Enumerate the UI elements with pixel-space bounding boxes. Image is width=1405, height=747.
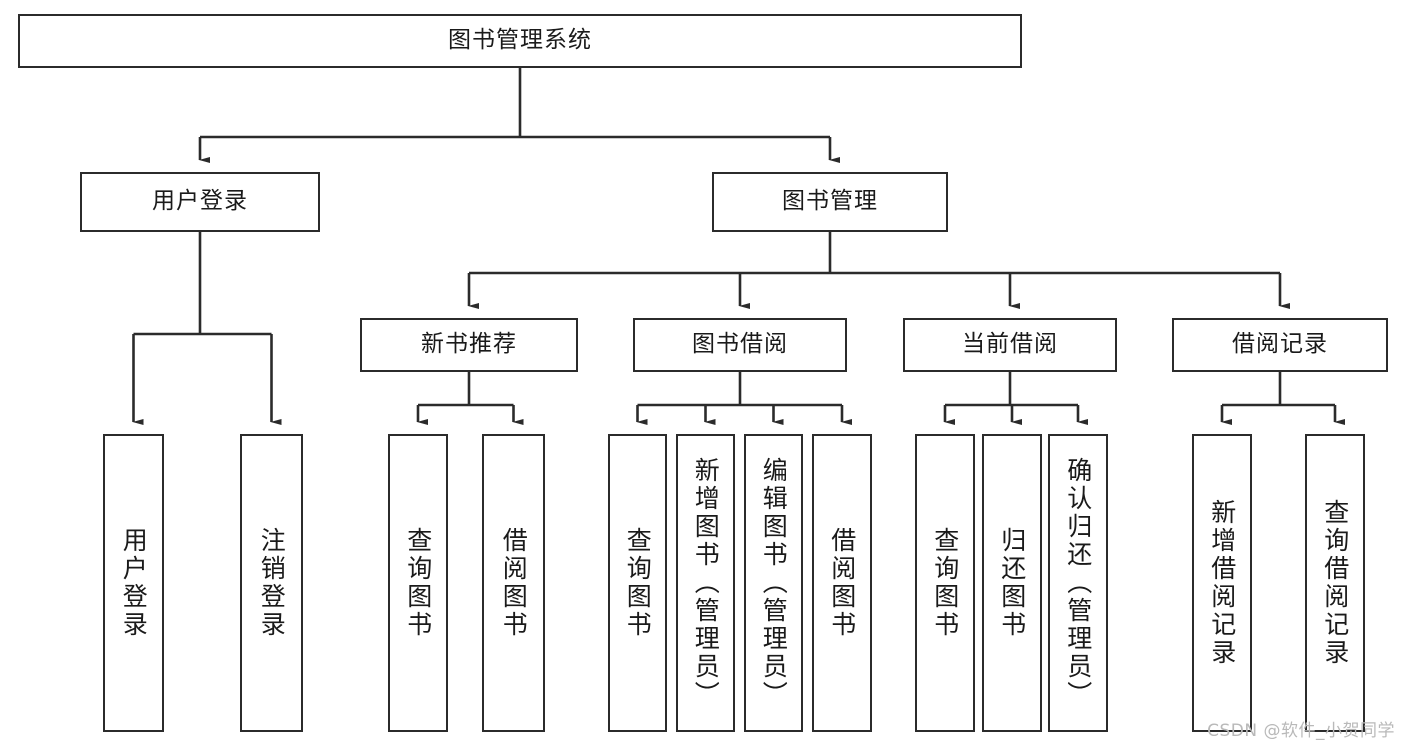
node-leaf-add-borrow-record[interactable]: 新增借阅记录 — [1192, 434, 1252, 732]
node-leaf-user-login[interactable]: 用户登录 — [103, 434, 164, 732]
node-leaf-query-book-label: 查询图书 — [623, 527, 653, 639]
node-root[interactable]: 图书管理系统 — [18, 14, 1022, 68]
node-leaf-query-book[interactable]: 查询图书 — [608, 434, 667, 732]
node-leaf-query-borrow-record[interactable]: 查询借阅记录 — [1305, 434, 1365, 732]
node-leaf-query-book-recommend[interactable]: 查询图书 — [388, 434, 448, 732]
node-book-borrow[interactable]: 图书借阅 — [633, 318, 847, 372]
node-leaf-query-book-current[interactable]: 查询图书 — [915, 434, 975, 732]
node-book-management[interactable]: 图书管理 — [712, 172, 948, 232]
node-leaf-logout[interactable]: 注销登录 — [240, 434, 303, 732]
node-leaf-return-book-label: 归还图书 — [997, 527, 1027, 639]
node-leaf-query-book-recommend-label: 查询图书 — [403, 527, 433, 639]
node-leaf-borrow-book-label: 借阅图书 — [827, 527, 857, 639]
node-user-login-label: 用户登录 — [152, 188, 248, 215]
node-leaf-confirm-return-admin-label: 确认归还（管理员） — [1063, 457, 1093, 709]
node-leaf-add-book-admin[interactable]: 新增图书（管理员） — [676, 434, 735, 732]
node-leaf-edit-book-admin[interactable]: 编辑图书（管理员） — [744, 434, 803, 732]
node-current-borrow-label: 当前借阅 — [962, 331, 1058, 358]
node-borrow-record[interactable]: 借阅记录 — [1172, 318, 1388, 372]
node-user-login[interactable]: 用户登录 — [80, 172, 320, 232]
node-new-book-recommend[interactable]: 新书推荐 — [360, 318, 578, 372]
node-leaf-borrow-book-recommend-label: 借阅图书 — [499, 527, 529, 639]
node-leaf-query-book-current-label: 查询图书 — [930, 527, 960, 639]
node-leaf-logout-label: 注销登录 — [257, 527, 287, 639]
node-leaf-borrow-book-recommend[interactable]: 借阅图书 — [482, 434, 545, 732]
node-leaf-query-borrow-record-label: 查询借阅记录 — [1320, 499, 1350, 667]
node-leaf-return-book[interactable]: 归还图书 — [982, 434, 1042, 732]
node-leaf-edit-book-admin-label: 编辑图书（管理员） — [759, 457, 789, 709]
node-leaf-user-login-label: 用户登录 — [119, 527, 149, 639]
node-leaf-add-book-admin-label: 新增图书（管理员） — [691, 457, 721, 709]
node-current-borrow[interactable]: 当前借阅 — [903, 318, 1117, 372]
node-book-management-label: 图书管理 — [782, 188, 878, 215]
watermark-text: CSDN @软件_小贺同学 — [1207, 721, 1395, 741]
node-leaf-confirm-return-admin[interactable]: 确认归还（管理员） — [1048, 434, 1108, 732]
node-new-book-recommend-label: 新书推荐 — [421, 331, 517, 358]
node-leaf-borrow-book[interactable]: 借阅图书 — [812, 434, 872, 732]
node-book-borrow-label: 图书借阅 — [692, 331, 788, 358]
node-root-label: 图书管理系统 — [448, 27, 592, 54]
node-borrow-record-label: 借阅记录 — [1232, 331, 1328, 358]
node-leaf-add-borrow-record-label: 新增借阅记录 — [1207, 499, 1237, 667]
